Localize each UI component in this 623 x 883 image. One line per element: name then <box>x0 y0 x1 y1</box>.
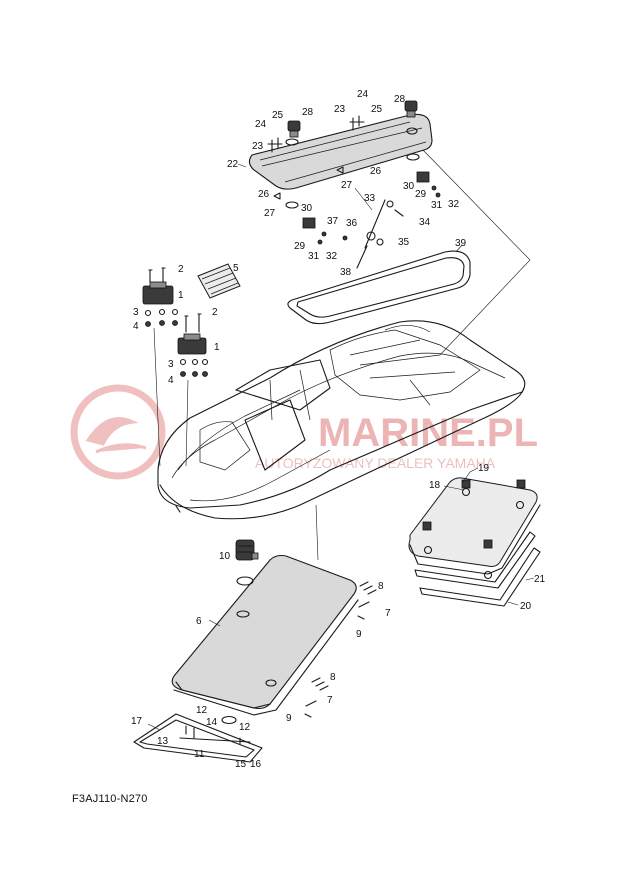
bottom-hatch-assembly <box>133 539 377 763</box>
callout: 25 <box>371 104 383 115</box>
knob-28-right <box>404 100 418 118</box>
callout: 24 <box>255 119 267 130</box>
boat-hull <box>157 320 526 520</box>
callout: 28 <box>394 94 406 105</box>
watermark: MARINE.PL AUTORYZOWANY DEALER YAMAHA <box>70 384 538 480</box>
callout: 5 <box>233 263 239 274</box>
callout: 23 <box>334 104 346 115</box>
callout: 1 <box>214 342 220 353</box>
callout: 37 <box>327 216 339 227</box>
leader-lines <box>147 149 535 731</box>
callout: 3 <box>168 359 174 370</box>
watermark-tagline: AUTORYZOWANY DEALER YAMAHA <box>255 455 496 471</box>
callout: 1 <box>178 290 184 301</box>
callout: 11 <box>194 749 205 760</box>
callout: 13 <box>157 736 169 747</box>
drain-plug <box>235 539 259 561</box>
callout: 25 <box>272 110 284 121</box>
callout: 7 <box>385 608 391 619</box>
side-hatch-gasket-outer <box>419 547 541 607</box>
watermark-logo-wave-icon <box>85 417 147 454</box>
side-hatch-panel <box>408 477 538 567</box>
hatch-seal <box>287 250 471 325</box>
callout: 34 <box>419 217 431 228</box>
watermark-brand: MARINE.PL <box>318 411 538 455</box>
callout: 24 <box>357 89 369 100</box>
callout: 7 <box>327 695 333 706</box>
gas-strut <box>364 199 386 249</box>
callout: 6 <box>196 616 202 627</box>
callout: 26 <box>370 166 382 177</box>
callout: 27 <box>341 180 353 191</box>
callout: 9 <box>356 629 362 640</box>
callout: 36 <box>346 218 358 229</box>
callout: 3 <box>133 307 139 318</box>
callout: 19 <box>478 463 490 474</box>
side-hatch-assembly <box>408 477 541 607</box>
callout: 4 <box>133 321 139 332</box>
callout: 33 <box>364 193 376 204</box>
callout: 26 <box>258 189 270 200</box>
callout: 28 <box>302 107 314 118</box>
cleat-assembly-upper <box>142 267 179 327</box>
floor-gasket <box>133 713 263 763</box>
knob-28-left <box>287 120 301 138</box>
callout: 12 <box>196 705 208 716</box>
side-hatch-gasket <box>414 531 536 589</box>
callout: 30 <box>301 203 313 214</box>
callout: 38 <box>340 267 352 278</box>
callout: 30 <box>403 181 415 192</box>
callout: 8 <box>330 672 336 683</box>
callout: 35 <box>398 237 410 248</box>
callout: 32 <box>448 199 460 210</box>
callout: 14 <box>206 717 218 728</box>
non-slip-pad <box>197 263 241 299</box>
callout: 2 <box>178 264 184 275</box>
floor-hatch-panel <box>171 554 357 710</box>
callout-labels: 1 1 2 2 3 3 4 4 5 6 7 7 8 8 9 9 10 11 12… <box>131 89 546 770</box>
top-hatch-lid <box>248 113 433 190</box>
top-hatch-assembly <box>248 100 433 209</box>
callout: 9 <box>286 713 292 724</box>
callout: 39 <box>455 238 467 249</box>
callout: 20 <box>520 601 532 612</box>
callout: 31 <box>431 200 443 211</box>
callout: 29 <box>294 241 306 252</box>
callout: 4 <box>168 375 174 386</box>
watermark-logo-icon <box>70 384 166 480</box>
callout: 18 <box>429 480 441 491</box>
callout: 22 <box>227 159 239 170</box>
callout: 29 <box>415 189 427 200</box>
callout: 8 <box>378 581 384 592</box>
callout: 16 <box>250 759 262 770</box>
callout: 10 <box>219 551 231 562</box>
cleat-assembly-lower <box>177 313 209 377</box>
callout: 31 <box>308 251 320 262</box>
callout: 21 <box>534 574 546 585</box>
diagram-code: F3AJ110-N270 <box>72 793 148 805</box>
hatch-strut-assembly <box>302 171 441 269</box>
callout: 17 <box>131 716 143 727</box>
callout: 32 <box>326 251 338 262</box>
callout: 2 <box>212 307 218 318</box>
callout: 12 <box>239 722 251 733</box>
callout: 27 <box>264 208 276 219</box>
callout: 15 <box>235 759 247 770</box>
callout: 23 <box>252 141 264 152</box>
